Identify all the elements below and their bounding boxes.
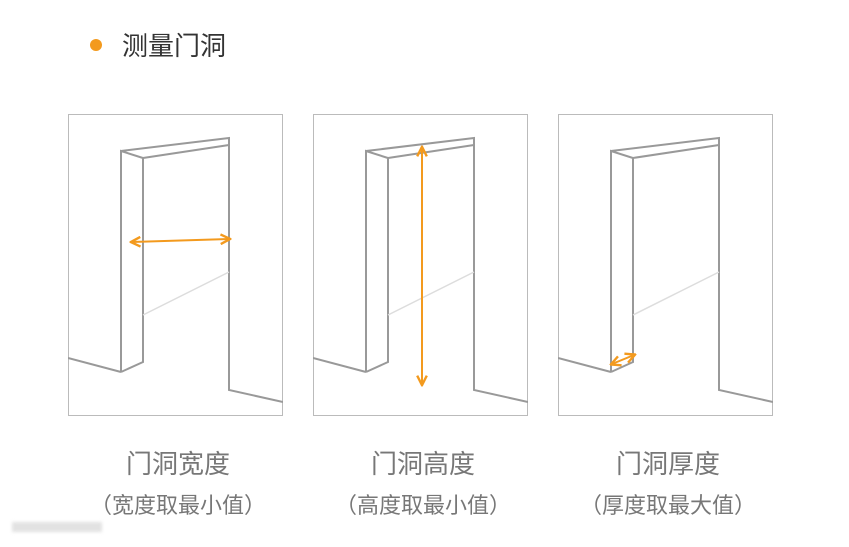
panel-width	[68, 114, 283, 416]
caption-thickness: 门洞厚度	[615, 450, 720, 480]
panel-thickness	[558, 114, 773, 416]
door-diagram	[313, 136, 528, 403]
door-diagram	[558, 136, 773, 403]
watermark	[12, 522, 102, 532]
panel-height	[313, 114, 528, 416]
door-frame	[558, 136, 773, 403]
measure-arrow	[612, 355, 634, 364]
caption-width: 门洞宽度	[125, 450, 230, 480]
door-diagram	[68, 136, 283, 403]
note-thickness: （厚度取最大值）	[579, 494, 756, 519]
bullet-icon	[90, 39, 102, 51]
page-title: 测量门洞	[122, 32, 227, 62]
note-height: （高度取最小值）	[334, 494, 511, 519]
door-frame	[313, 136, 528, 403]
note-width: （宽度取最小值）	[89, 494, 266, 519]
measure-arrow	[132, 239, 229, 242]
door-frame	[68, 136, 283, 403]
caption-height: 门洞高度	[370, 450, 475, 480]
